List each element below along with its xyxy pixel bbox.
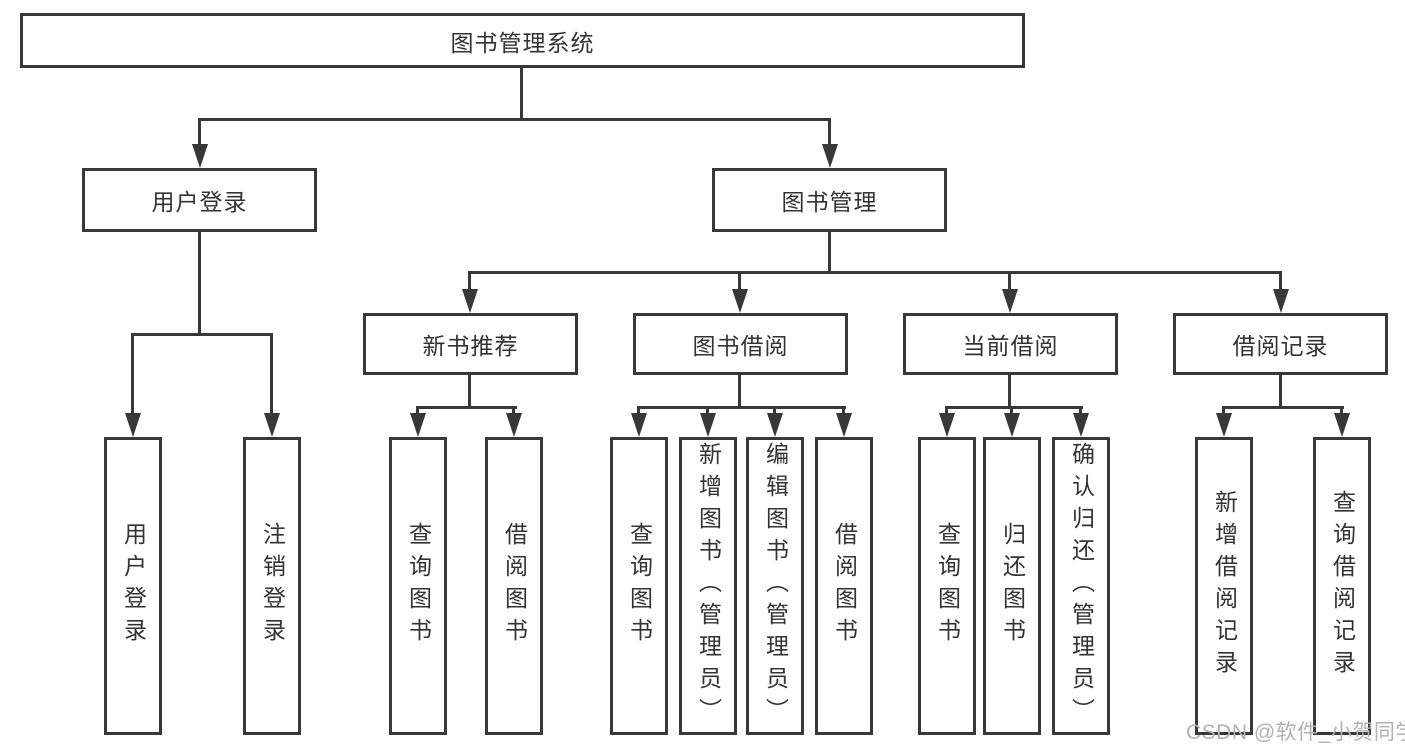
connector-line xyxy=(1008,375,1011,408)
leaf-label: 注销登录 xyxy=(259,522,286,650)
arrowhead-icon xyxy=(192,144,208,168)
connector-line xyxy=(198,232,201,336)
connector-line xyxy=(520,68,523,121)
connector-line xyxy=(1279,375,1282,408)
leaf-label: 编辑图书（管理员） xyxy=(762,442,789,730)
connector-line xyxy=(198,118,201,146)
leaf-add-book-admin: 新增图书（管理员） xyxy=(679,437,737,735)
connector-line xyxy=(1340,406,1343,415)
connector-line xyxy=(738,271,741,291)
connector-line xyxy=(198,118,831,121)
node-book-borrow-label: 图书借阅 xyxy=(692,333,789,359)
arrowhead-icon xyxy=(822,144,838,168)
connector-line xyxy=(468,375,471,408)
arrowhead-icon xyxy=(732,289,748,313)
node-current-borrow-label: 当前借阅 xyxy=(962,333,1059,359)
leaf-logout: 注销登录 xyxy=(243,437,301,735)
leaf-label: 新增图书（管理员） xyxy=(695,442,722,730)
leaf-query-borrow-record: 查询借阅记录 xyxy=(1313,437,1371,735)
leaf-return-book: 归还图书 xyxy=(983,437,1041,735)
leaf-borrow-book-1: 借阅图书 xyxy=(485,437,543,735)
connector-line xyxy=(131,333,134,415)
node-new-book-recommend: 新书推荐 xyxy=(363,313,578,375)
leaf-user-login: 用户登录 xyxy=(104,437,162,735)
leaf-label: 借阅图书 xyxy=(831,522,858,650)
leaf-edit-book-admin: 编辑图书（管理员） xyxy=(746,437,804,735)
connector-line xyxy=(1010,406,1013,415)
connector-line xyxy=(1279,271,1282,291)
arrowhead-icon xyxy=(1273,289,1289,313)
leaf-label: 借阅图书 xyxy=(501,522,528,650)
arrowhead-icon xyxy=(1004,413,1020,437)
connector-line xyxy=(512,406,515,415)
connector-line xyxy=(416,406,517,409)
connector-line xyxy=(270,333,273,415)
connector-line xyxy=(828,118,831,146)
arrowhead-icon xyxy=(1216,413,1232,437)
node-book-management-label: 图书管理 xyxy=(781,189,878,215)
leaf-query-book-1: 查询图书 xyxy=(389,437,447,735)
connector-line xyxy=(131,333,273,336)
connector-line xyxy=(1008,271,1011,291)
arrowhead-icon xyxy=(1334,413,1350,437)
connector-line xyxy=(637,406,640,415)
connector-line xyxy=(637,406,846,409)
leaf-label: 查询图书 xyxy=(626,522,653,650)
leaf-label: 查询图书 xyxy=(405,522,432,650)
arrowhead-icon xyxy=(631,413,647,437)
leaf-add-borrow-record: 新增借阅记录 xyxy=(1195,437,1253,735)
leaf-query-book-3: 查询图书 xyxy=(918,437,976,735)
connector-line xyxy=(945,406,1083,409)
node-root: 图书管理系统 xyxy=(20,13,1025,68)
connector-line xyxy=(468,271,471,291)
leaf-label: 确认归还（管理员） xyxy=(1068,442,1095,730)
connector-line xyxy=(1222,406,1225,415)
arrowhead-icon xyxy=(939,413,955,437)
connector-line xyxy=(842,406,845,415)
connector-line xyxy=(945,406,948,415)
leaf-label: 用户登录 xyxy=(120,522,147,650)
connector-line xyxy=(828,232,831,274)
watermark: CSDN @软件_小贺同学 xyxy=(1186,721,1405,744)
leaf-label: 新增借阅记录 xyxy=(1211,490,1238,682)
node-book-management: 图书管理 xyxy=(712,168,947,232)
node-borrow-record-label: 借阅记录 xyxy=(1232,333,1329,359)
connector-line xyxy=(738,375,741,408)
arrowhead-icon xyxy=(1002,289,1018,313)
arrowhead-icon xyxy=(125,413,141,437)
leaf-confirm-return-admin: 确认归还（管理员） xyxy=(1052,437,1110,735)
connector-line xyxy=(468,271,1282,274)
arrowhead-icon xyxy=(410,413,426,437)
node-book-borrow: 图书借阅 xyxy=(633,313,848,375)
node-user-login: 用户登录 xyxy=(82,168,317,232)
arrowhead-icon xyxy=(506,413,522,437)
arrowhead-icon xyxy=(767,413,783,437)
connector-line xyxy=(416,406,419,415)
leaf-label: 查询图书 xyxy=(934,522,961,650)
arrowhead-icon xyxy=(700,413,716,437)
arrowhead-icon xyxy=(462,289,478,313)
connector-line xyxy=(773,406,776,415)
connector-line xyxy=(706,406,709,415)
leaf-borrow-book-2: 借阅图书 xyxy=(815,437,873,735)
node-borrow-record: 借阅记录 xyxy=(1173,313,1388,375)
leaf-label: 查询借阅记录 xyxy=(1329,490,1356,682)
node-user-login-label: 用户登录 xyxy=(151,189,248,215)
arrowhead-icon xyxy=(1073,413,1089,437)
leaf-query-book-2: 查询图书 xyxy=(610,437,668,735)
arrowhead-icon xyxy=(836,413,852,437)
node-current-borrow: 当前借阅 xyxy=(903,313,1118,375)
connector-line xyxy=(1079,406,1082,415)
connector-line xyxy=(1222,406,1344,409)
node-root-label: 图书管理系统 xyxy=(450,29,595,56)
arrowhead-icon xyxy=(264,413,280,437)
leaf-label: 归还图书 xyxy=(999,522,1026,650)
node-new-book-recommend-label: 新书推荐 xyxy=(422,333,519,359)
